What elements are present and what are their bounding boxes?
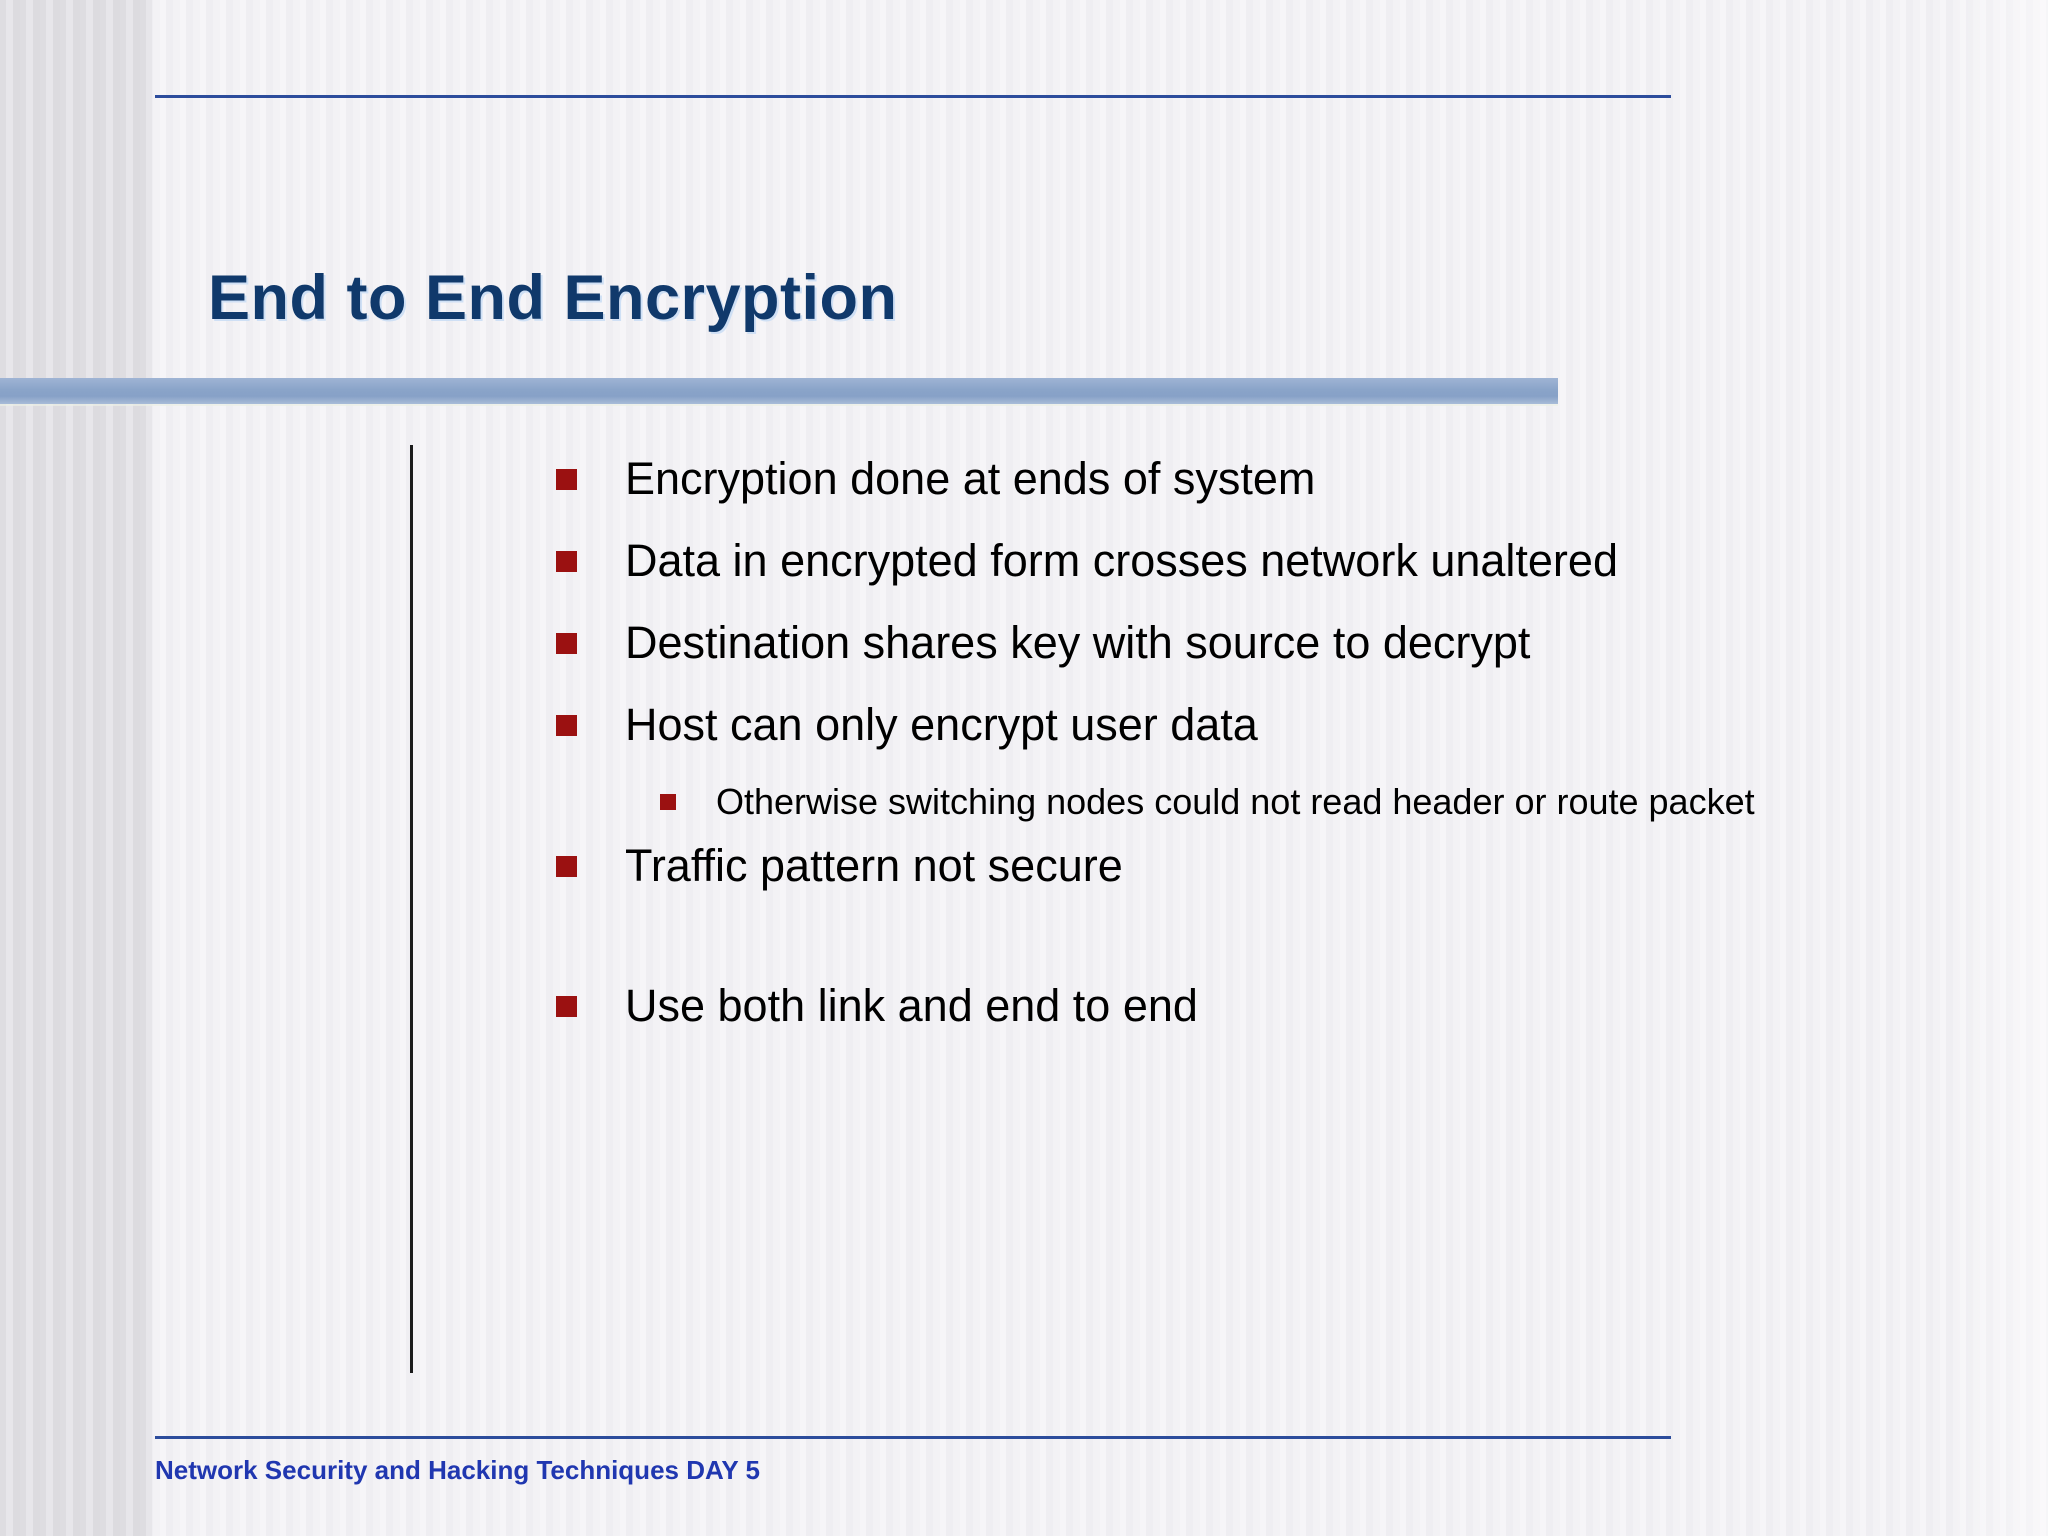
sub-list-item-label: Otherwise switching nodes could not read… bbox=[716, 780, 1755, 822]
list-item-label: Data in encrypted form crosses network u… bbox=[625, 534, 1618, 586]
list-item: Host can only encrypt user data bbox=[556, 698, 1856, 753]
list-item-label: Use both link and end to end bbox=[625, 980, 1198, 1032]
left-decorative-panel bbox=[0, 0, 152, 1536]
square-bullet-icon bbox=[556, 550, 577, 572]
footer-label: Network Security and Hacking Techniques … bbox=[155, 1455, 760, 1485]
list-item-label: Destination shares key with source to de… bbox=[625, 616, 1531, 668]
bullet-list: Encryption done at ends of system Data i… bbox=[556, 452, 1856, 1061]
sub-list-item: Otherwise switching nodes could not read… bbox=[660, 780, 1856, 824]
list-item: Use both link and end to end bbox=[556, 979, 1856, 1034]
list-item: Encryption done at ends of system bbox=[556, 452, 1856, 507]
square-bullet-icon bbox=[556, 996, 577, 1018]
list-item-label: Encryption done at ends of system bbox=[625, 453, 1316, 504]
slide-title: End to End Encryption bbox=[208, 263, 898, 333]
square-bullet-icon bbox=[556, 469, 577, 490]
footer-divider-rule bbox=[155, 1436, 1671, 1439]
list-item: Data in encrypted form crosses network u… bbox=[556, 534, 1856, 589]
content-vertical-rule bbox=[410, 445, 413, 1373]
list-item-label: Host can only encrypt user data bbox=[625, 698, 1258, 750]
square-bullet-icon bbox=[660, 793, 676, 810]
title-accent-bar bbox=[0, 378, 1558, 404]
right-decorative-band bbox=[1948, 0, 2048, 1536]
list-item-label: Traffic pattern not secure bbox=[625, 840, 1123, 892]
list-item: Destination shares key with source to de… bbox=[556, 616, 1856, 671]
blank-line-spacer bbox=[556, 921, 1856, 979]
top-divider-rule bbox=[155, 95, 1671, 98]
square-bullet-icon bbox=[556, 714, 577, 736]
square-bullet-icon bbox=[556, 632, 577, 654]
list-item: Traffic pattern not secure bbox=[556, 839, 1856, 894]
square-bullet-icon bbox=[556, 856, 577, 878]
